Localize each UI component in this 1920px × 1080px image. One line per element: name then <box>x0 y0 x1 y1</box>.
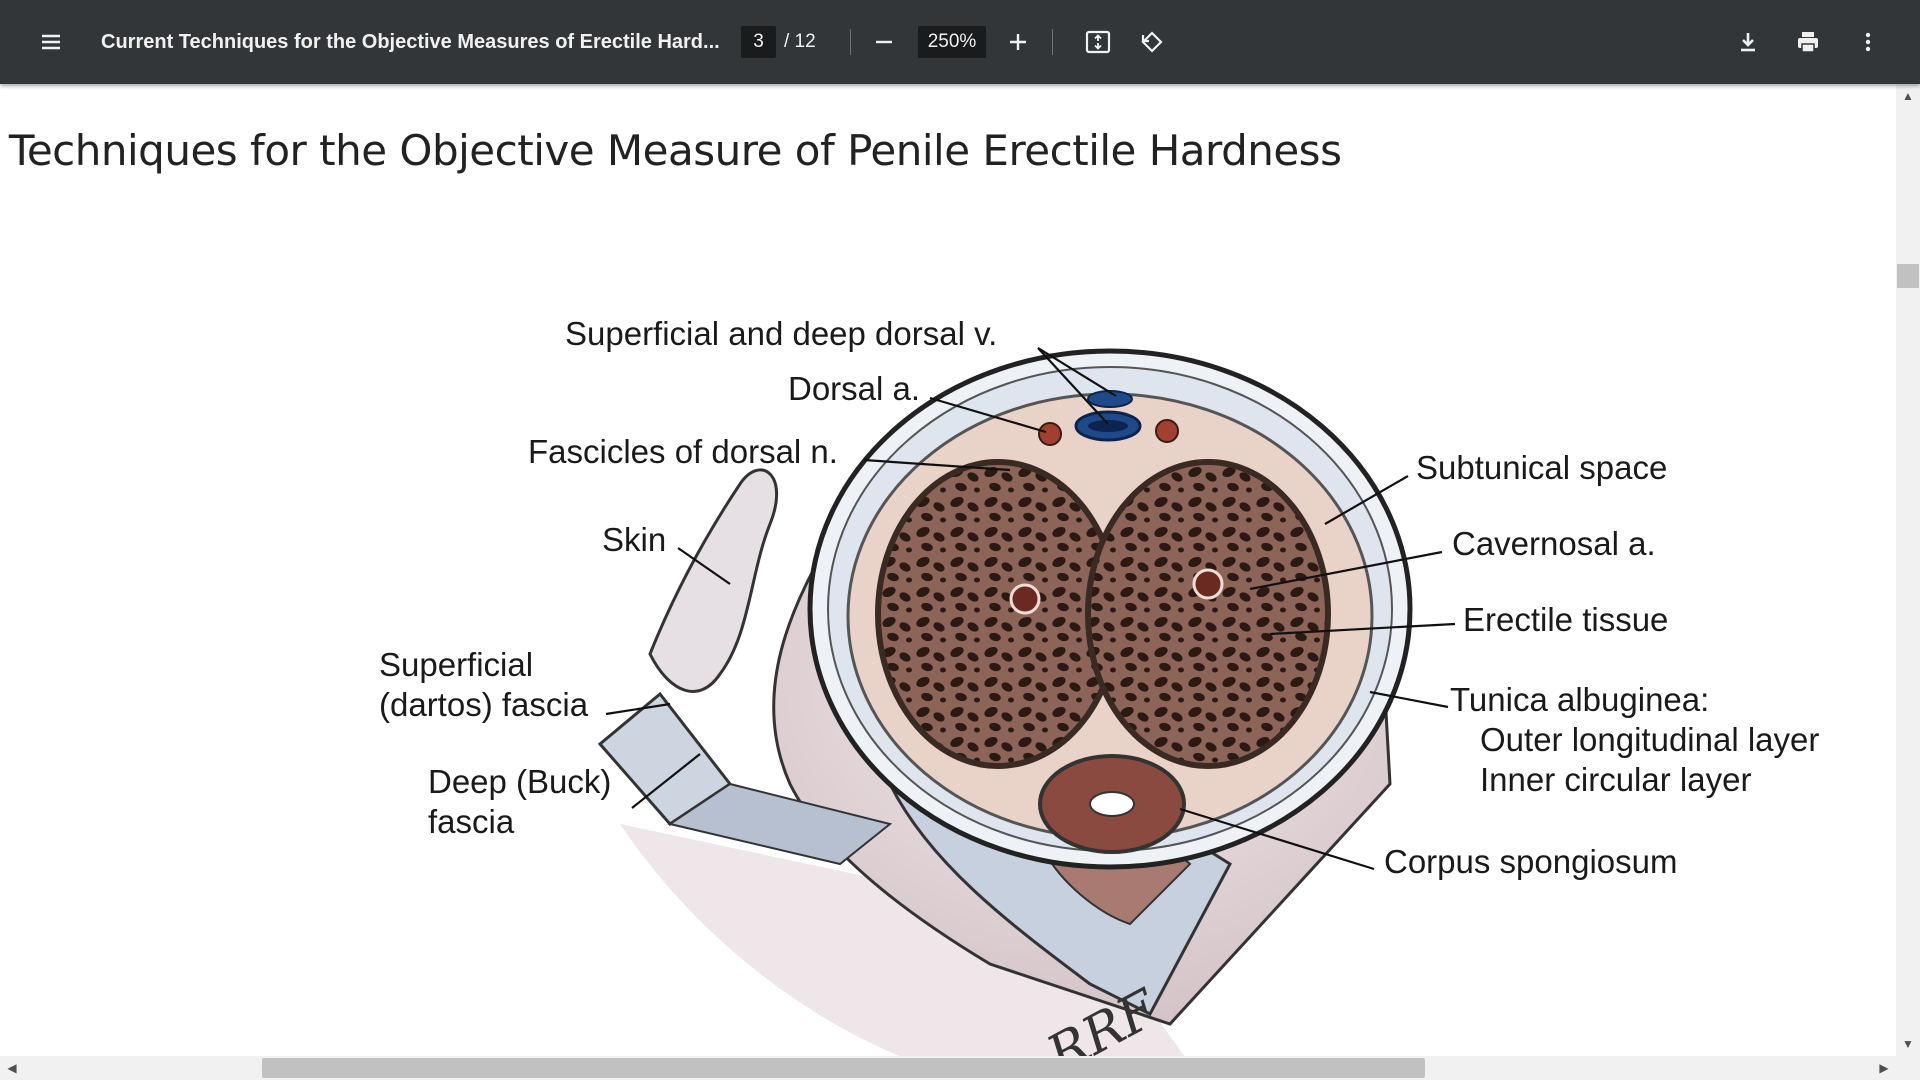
document-title: Current Techniques for the Objective Mea… <box>101 31 720 53</box>
label-erectile-tissue: Erectile tissue <box>1463 601 1669 638</box>
label-outer-longitudinal-layer: Outer longitudinal layer <box>1480 721 1820 758</box>
label-skin: Skin <box>602 521 667 558</box>
anatomy-figure: RRF Superficial and deep dorsal v. Dorsa… <box>370 224 1870 1056</box>
rotate-counterclockwise-icon <box>1141 31 1163 53</box>
print-icon <box>1798 32 1818 53</box>
more-vertical-icon <box>1865 32 1871 52</box>
minus-icon <box>876 40 892 44</box>
label-fascicles-dorsal-n: Fascicles of dorsal n. <box>528 433 838 470</box>
label-deep-fascia-line1: Deep (Buck) <box>428 763 612 800</box>
label-superficial-fascia-line1: Superficial <box>379 646 534 683</box>
fit-to-page-icon <box>1085 30 1111 54</box>
more-options-button[interactable] <box>1844 18 1892 66</box>
download-icon <box>1741 33 1755 52</box>
label-superficial-deep-dorsal-v: Superficial and deep dorsal v. <box>565 315 998 352</box>
horizontal-scrollbar-thumb[interactable] <box>262 1058 1425 1078</box>
label-superficial-fascia-line2: (dartos) fascia <box>379 686 589 723</box>
scroll-up-arrow-icon[interactable]: ▲ <box>1902 89 1914 103</box>
vertical-scrollbar[interactable] <box>1896 84 1920 1056</box>
label-dorsal-a: Dorsal a. <box>788 370 921 407</box>
fit-to-page-button[interactable] <box>1074 18 1122 66</box>
label-tunica-albuginea: Tunica albuginea: <box>1450 681 1710 718</box>
pdf-toolbar: Current Techniques for the Objective Mea… <box>0 0 1920 84</box>
document-viewport[interactable]: t Techniques for the Objective Measure o… <box>0 84 1896 1056</box>
page-total: / 12 <box>784 31 816 52</box>
zoom-level-input[interactable]: 250% <box>918 26 986 58</box>
label-inner-circular-layer: Inner circular layer <box>1480 761 1752 798</box>
scroll-down-arrow-icon[interactable]: ▼ <box>1902 1037 1914 1051</box>
toolbar-divider <box>850 29 851 55</box>
label-cavernosal-a: Cavernosal a. <box>1452 525 1656 562</box>
label-corpus-spongiosum: Corpus spongiosum <box>1384 843 1678 880</box>
page-number-input[interactable]: 3 <box>741 26 776 58</box>
menu-icon[interactable] <box>24 18 78 66</box>
plus-icon <box>1010 34 1026 50</box>
penis-cross-section-illustration: RRF <box>597 347 1456 1056</box>
download-button[interactable] <box>1724 18 1772 66</box>
rotate-button[interactable] <box>1128 18 1176 66</box>
zoom-out-button[interactable] <box>860 18 908 66</box>
label-deep-fascia-line2: fascia <box>428 803 515 840</box>
scroll-left-arrow-icon[interactable]: ◀ <box>7 1061 17 1075</box>
toolbar-divider <box>1052 29 1053 55</box>
zoom-in-button[interactable] <box>994 18 1042 66</box>
vertical-scrollbar-thumb[interactable] <box>1897 264 1919 288</box>
scroll-right-arrow-icon[interactable]: ▶ <box>1879 1061 1889 1075</box>
label-subtunical-space: Subtunical space <box>1416 449 1668 486</box>
print-button[interactable] <box>1784 18 1832 66</box>
page-heading: t Techniques for the Objective Measure o… <box>0 126 1342 175</box>
